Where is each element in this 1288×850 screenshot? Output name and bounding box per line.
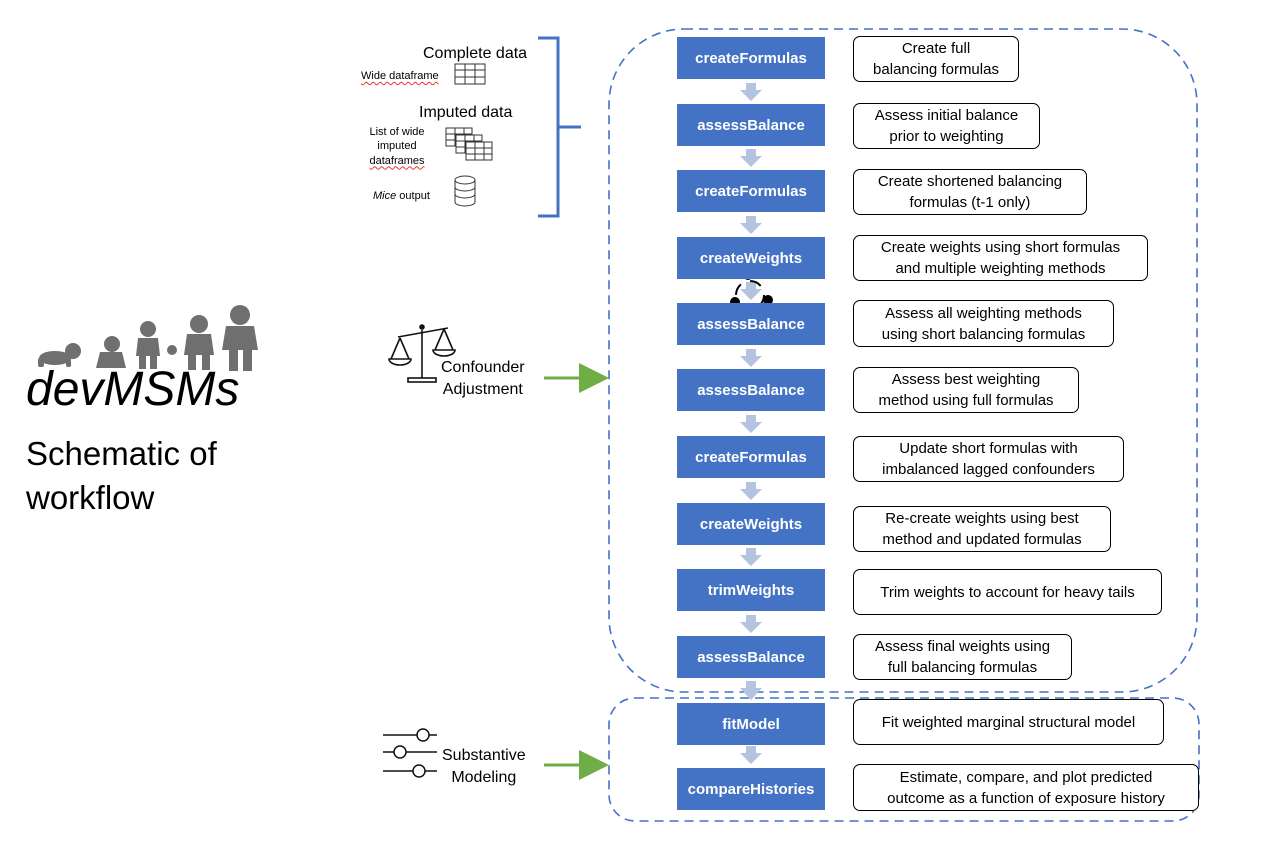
- step-12-desc-line-1: Estimate, compare, and plot predicted: [899, 768, 1153, 786]
- database-icon: [454, 175, 476, 207]
- confounder-line-1: Confounder: [441, 359, 525, 376]
- down-arrow: [740, 415, 762, 433]
- down-arrow: [740, 282, 762, 300]
- down-arrow: [740, 149, 762, 167]
- step-2-desc-line-1: Assess initial balance: [874, 107, 1019, 124]
- step-1-description: Create full balancing formulas: [853, 36, 1019, 82]
- step-10-description: Assess final weights using full balancing…: [853, 634, 1072, 680]
- complete-data-label: Complete data: [423, 45, 528, 62]
- wide-dataframe-label: Wide dataframe: [361, 69, 439, 83]
- step-8-function: createWeights: [677, 503, 825, 545]
- down-arrow: [740, 216, 762, 234]
- down-arrow: [740, 83, 762, 101]
- step-5-desc-line-1: Assess all weighting methods: [885, 304, 1082, 322]
- step-7-desc-line-2: imbalanced lagged confounders: [882, 461, 1095, 478]
- step-2-function: assessBalance: [677, 104, 825, 146]
- step-10-desc-line-2: full balancing formulas: [887, 659, 1038, 676]
- step-10-desc-line-1: Assess final weights using: [874, 638, 1051, 655]
- sliders-icon: [383, 728, 437, 778]
- list-line-2: imputed: [377, 140, 417, 153]
- down-arrow: [740, 681, 762, 700]
- mice-word: Mice: [373, 190, 397, 202]
- list-imputed-label: List of wide imputed dataframes: [361, 125, 433, 168]
- step-5-description: Assess all weighting methods using short …: [853, 300, 1114, 347]
- step-9-description: Trim weights to account for heavy tails: [853, 569, 1162, 615]
- step-12-function: compareHistories: [677, 768, 825, 810]
- confounder-adjustment-group: [608, 28, 1198, 693]
- step-4-desc-line-2: and multiple weighting methods: [895, 260, 1106, 277]
- substantive-line-2: Modeling: [451, 769, 517, 787]
- step-4-function: createWeights: [677, 237, 825, 279]
- step-12-desc-line-2: outcome as a function of exposure histor…: [887, 789, 1165, 807]
- step-6-function: assessBalance: [677, 369, 825, 411]
- step-5-function: assessBalance: [677, 303, 825, 345]
- list-line-3: dataframes: [361, 154, 433, 168]
- subtitle-line-1: Schematic of: [26, 435, 217, 472]
- table-icon: [454, 63, 486, 85]
- step-8-desc-line-2: method and updated formulas: [882, 531, 1082, 548]
- step-7-desc-line-1: Update short formulas with: [899, 440, 1078, 457]
- step-3-description: Create shortened balancing formulas (t-1 …: [853, 169, 1087, 215]
- step-4-description: Create weights using short formulas and m…: [853, 235, 1148, 281]
- down-arrow: [740, 548, 762, 566]
- step-9-desc-line-1: Trim weights to account for heavy tails: [880, 583, 1135, 601]
- list-line-1: List of wide: [369, 126, 425, 138]
- step-11-description: Fit weighted marginal structural model: [853, 699, 1164, 745]
- imputed-data-label: Imputed data: [419, 104, 513, 121]
- app-title: devMSMs: [26, 363, 240, 416]
- step-6-description: Assess best weighting method using full f…: [853, 367, 1079, 413]
- substantive-modeling-label: Substantive Modeling: [442, 745, 526, 790]
- step-2-description: Assess initial balance prior to weighting: [853, 103, 1040, 149]
- step-8-description: Re-create weights using best method and u…: [853, 506, 1111, 552]
- stacked-tables-icon: [445, 127, 493, 161]
- step-8-desc-line-1: Re-create weights using best: [885, 510, 1079, 527]
- step-3-desc-line-1: Create shortened balancing: [877, 173, 1063, 190]
- step-9-function: trimWeights: [677, 569, 825, 611]
- step-6-desc-line-2: method using full formulas: [878, 392, 1054, 409]
- step-5-desc-line-2: using short balancing formulas: [881, 325, 1086, 343]
- step-7-function: createFormulas: [677, 436, 825, 478]
- step-1-desc-line-2: balancing formulas: [873, 61, 999, 78]
- step-1-desc-line-1: Create full: [901, 40, 971, 57]
- down-arrows: [740, 83, 762, 764]
- step-12-description: Estimate, compare, and plot predicted out…: [853, 764, 1199, 811]
- down-arrow: [740, 746, 762, 764]
- down-arrow: [740, 349, 762, 367]
- list-line-3-text: dataframes: [369, 154, 425, 167]
- down-arrow: [740, 482, 762, 500]
- subtitle-line-2: workflow: [26, 479, 155, 517]
- step-2-desc-line-2: prior to weighting: [889, 128, 1004, 145]
- step-10-function: assessBalance: [677, 636, 825, 678]
- substantive-line-1: Substantive: [442, 747, 526, 764]
- step-3-desc-line-2: formulas (t-1 only): [909, 194, 1031, 211]
- step-11-function: fitModel: [677, 703, 825, 745]
- step-11-desc-line-1: Fit weighted marginal structural model: [881, 713, 1136, 731]
- step-1-function: createFormulas: [677, 37, 825, 79]
- schematic-subtitle: Schematic of workflow: [26, 432, 217, 520]
- wide-dataframe-text: Wide dataframe: [361, 70, 439, 82]
- child-development-silhouettes: [38, 305, 258, 371]
- down-arrow: [740, 615, 762, 633]
- mice-output-label: Mice output: [373, 189, 430, 203]
- input-bracket: [538, 36, 581, 218]
- step-6-desc-line-1: Assess best weighting: [891, 371, 1041, 388]
- confounder-adjustment-label: Confounder Adjustment: [441, 357, 525, 402]
- confounder-line-2: Adjustment: [442, 381, 523, 399]
- step-7-description: Update short formulas with imbalanced lag…: [853, 436, 1124, 482]
- step-4-desc-line-1: Create weights using short formulas: [880, 239, 1121, 256]
- step-3-function: createFormulas: [677, 170, 825, 212]
- balance-scale-icon: [388, 324, 456, 383]
- mice-rest: output: [396, 190, 430, 202]
